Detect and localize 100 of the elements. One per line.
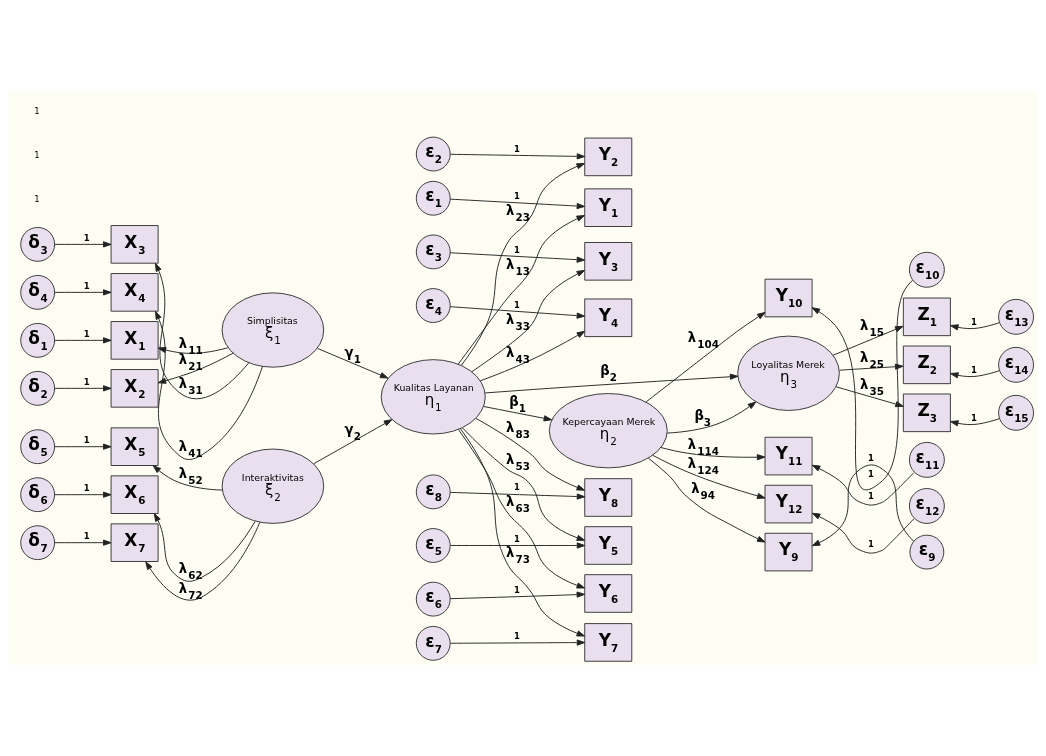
edge-label: 1 bbox=[868, 468, 874, 479]
edge-label: 1 bbox=[868, 490, 874, 501]
node-box: Y$_{11}$ bbox=[764, 436, 813, 476]
node-circle: ε$_{4}$ bbox=[415, 288, 451, 323]
node-circle: ε$_{13}$ bbox=[998, 298, 1034, 335]
edge-label: β$_{3}$ bbox=[694, 407, 712, 428]
node-ellipse: Kepercayaan Merek η$_{2}$ bbox=[548, 393, 668, 469]
node-circle: ε$_{1}$ bbox=[415, 180, 451, 216]
node-box: Y$_{12}$ bbox=[764, 484, 813, 524]
node-ellipse: Simplisitas ξ$_{1}$ bbox=[221, 292, 325, 368]
edge-label: λ$_{52}$ bbox=[178, 465, 203, 486]
node-circle: ε$_{15}$ bbox=[998, 394, 1034, 431]
edge-label: 1 bbox=[514, 299, 520, 310]
node-box: Z$_{1}$ bbox=[902, 297, 951, 337]
edge-label: β$_{1}$ bbox=[509, 394, 526, 415]
label: 1 bbox=[34, 150, 40, 160]
arrow bbox=[811, 512, 915, 554]
node-circle: ε$_{7}$ bbox=[415, 625, 451, 661]
arrow bbox=[54, 337, 112, 344]
edge-label: λ$_{25}$ bbox=[860, 350, 884, 371]
arrow bbox=[811, 279, 913, 491]
node-ellipse: Interaktivitas ξ$_{2}$ bbox=[221, 448, 325, 524]
arrow bbox=[950, 418, 1000, 427]
arrow bbox=[449, 198, 586, 210]
node-box: X$_{5}$ bbox=[110, 427, 159, 466]
edge-label: 1 bbox=[83, 328, 90, 339]
arrow bbox=[652, 454, 766, 499]
arrow bbox=[811, 464, 915, 506]
node-circle: δ$_{6}$ bbox=[20, 477, 56, 513]
edge-label: γ$_{1}$ bbox=[344, 344, 362, 365]
arrow bbox=[54, 241, 112, 248]
edge-label: 1 bbox=[971, 364, 977, 375]
edge-label: λ$_{43}$ bbox=[506, 344, 530, 365]
edge-label: 1 bbox=[514, 191, 520, 202]
node-circle: δ$_{2}$ bbox=[20, 370, 56, 406]
edge-label: 1 bbox=[971, 316, 977, 327]
node-circle: ε$_{2}$ bbox=[415, 136, 451, 172]
arrow bbox=[462, 427, 586, 541]
edge-label: γ$_{2}$ bbox=[344, 421, 362, 442]
node-circle: ε$_{11}$ bbox=[908, 441, 945, 478]
arrow bbox=[950, 322, 1000, 331]
node-box: Y$_{8}$ bbox=[584, 478, 633, 517]
arrow bbox=[152, 465, 223, 491]
edge-label: 1 bbox=[514, 630, 520, 641]
edge-label: λ$_{31}$ bbox=[178, 375, 203, 396]
arrow bbox=[450, 542, 586, 549]
node-box: Y$_{6}$ bbox=[584, 574, 633, 613]
node-circle: ε$_{14}$ bbox=[998, 346, 1034, 383]
edge-label: λ$_{23}$ bbox=[506, 203, 530, 224]
arrow bbox=[450, 491, 586, 500]
node-circle: δ$_{3}$ bbox=[20, 226, 56, 262]
edge-label: 1 bbox=[83, 280, 90, 291]
arrow bbox=[145, 521, 261, 601]
arrow bbox=[811, 464, 915, 547]
edge-label: 1 bbox=[971, 412, 977, 423]
edge-label: λ$_{104}$ bbox=[687, 330, 719, 351]
edge-label: λ$_{62}$ bbox=[178, 560, 203, 581]
node-circle: δ$_{4}$ bbox=[20, 274, 56, 310]
node-box: Y$_{9}$ bbox=[764, 532, 813, 572]
arrow bbox=[457, 428, 586, 589]
arrow bbox=[54, 289, 112, 296]
edge-label: λ$_{124}$ bbox=[687, 455, 719, 476]
arrow bbox=[313, 419, 393, 465]
arrow bbox=[157, 352, 234, 384]
edge-label: λ$_{33}$ bbox=[506, 311, 530, 332]
arrow bbox=[54, 539, 112, 546]
node-circle: ε$_{12}$ bbox=[908, 488, 945, 524]
edge-label: 1 bbox=[83, 376, 90, 387]
edge-label: λ$_{35}$ bbox=[860, 377, 884, 398]
arrow bbox=[450, 153, 586, 160]
arrow bbox=[54, 385, 112, 392]
edge-label: λ$_{73}$ bbox=[506, 544, 530, 565]
arrow bbox=[647, 457, 766, 543]
label: 1 bbox=[34, 194, 40, 205]
label: 1 bbox=[34, 105, 40, 116]
arrow bbox=[839, 363, 904, 371]
node-box: Y$_{1}$ bbox=[584, 188, 633, 227]
edge-label: 1 bbox=[514, 144, 520, 155]
edge-label: λ$_{114}$ bbox=[687, 436, 719, 457]
arrow bbox=[450, 639, 586, 646]
node-box: X$_{2}$ bbox=[110, 369, 159, 408]
edge-label: β$_{2}$ bbox=[600, 363, 617, 384]
node-circle: ε$_{8}$ bbox=[415, 474, 451, 510]
edge-label: 1 bbox=[83, 531, 90, 542]
node-circle: ε$_{3}$ bbox=[415, 234, 451, 270]
edge-label: 1 bbox=[514, 482, 520, 493]
node-box: X$_{3}$ bbox=[110, 225, 159, 264]
node-circle: ε$_{9}$ bbox=[909, 534, 945, 570]
edge-label: λ$_{63}$ bbox=[506, 494, 530, 515]
arrow bbox=[479, 330, 586, 382]
arrow bbox=[475, 417, 585, 491]
node-box: Z$_{3}$ bbox=[902, 393, 951, 433]
edge-label: 1 bbox=[868, 452, 874, 463]
node-circle: ε$_{5}$ bbox=[415, 528, 451, 563]
node-box: X$_{6}$ bbox=[110, 475, 159, 514]
edge-label: λ$_{72}$ bbox=[178, 580, 203, 601]
edge-label: λ$_{83}$ bbox=[506, 419, 530, 440]
arrow bbox=[317, 347, 389, 379]
node-box: Y$_{4}$ bbox=[584, 298, 633, 338]
edge-label: λ$_{41}$ bbox=[178, 438, 203, 459]
